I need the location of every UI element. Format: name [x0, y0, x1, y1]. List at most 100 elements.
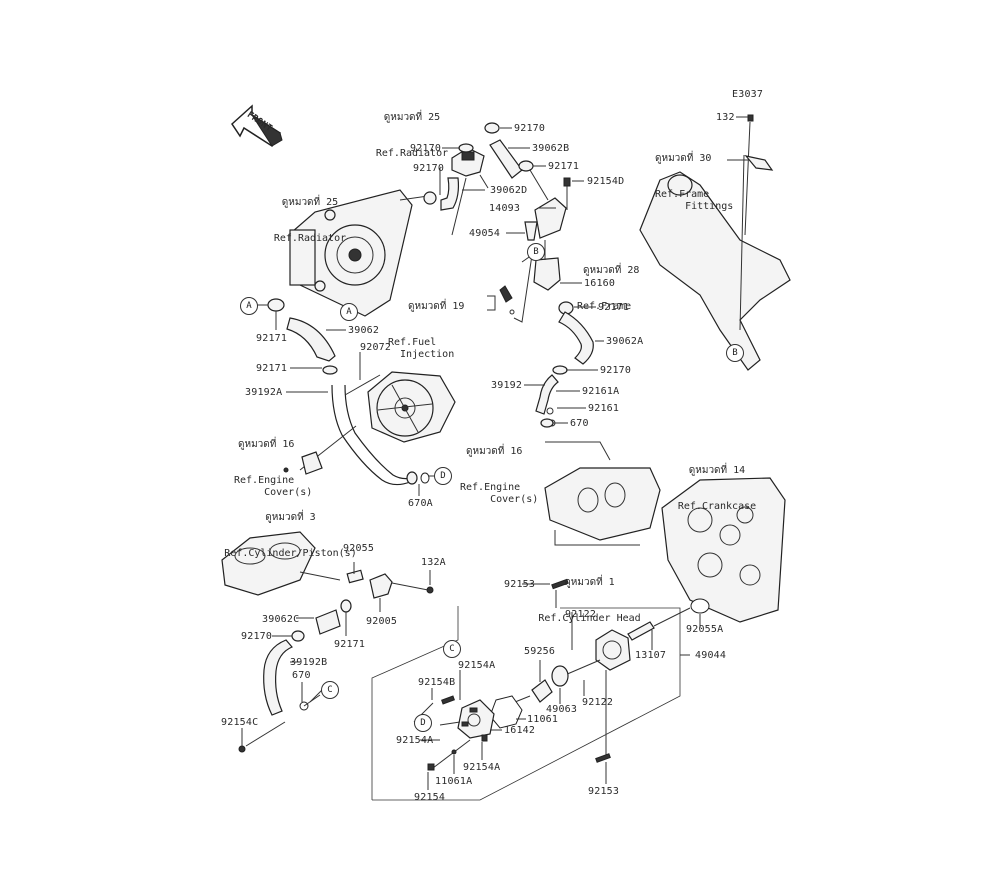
part-label[interactable]: 92171	[548, 161, 580, 172]
ref-engine-cover-left-en: Ref.Engine Cover(s)	[234, 475, 313, 498]
part-label[interactable]: 92154A	[458, 660, 496, 671]
part-label[interactable]: 92055	[343, 543, 375, 554]
ref-radiator-left-th: ดูหมวดที่ 25	[281, 197, 339, 208]
part-label[interactable]: 11061A	[435, 776, 473, 787]
ref-engine-cover-left[interactable]: ดูหมวดที่ 16 Ref.Engine Cover(s)	[234, 415, 334, 511]
connector-b-frame[interactable]: B	[726, 344, 744, 362]
ref-radiator-top[interactable]: ดูหมวดที่ 25 Ref.Radiator	[368, 88, 456, 172]
connector-a-radiator[interactable]: A	[340, 303, 358, 321]
part-label[interactable]: 92171	[334, 639, 366, 650]
ref-fuel-injection[interactable]: ดูหมวดที่ 19 Ref.Fuel Injection	[388, 277, 488, 373]
part-label[interactable]: 11061	[527, 714, 559, 725]
ref-cylinder-piston-en: Ref.Cylinder/Piston(s)	[224, 548, 357, 559]
part-label[interactable]: 39192	[491, 380, 523, 391]
cylinder-block-drawing	[221, 531, 341, 596]
part-label[interactable]: 92171	[256, 363, 288, 374]
part-label[interactable]: 14093	[489, 203, 521, 214]
connector-d-pump[interactable]: D	[414, 714, 432, 732]
ref-radiator-left-en: Ref.Radiator	[273, 233, 347, 244]
ref-crankcase[interactable]: ดูหมวดที่ 14 Ref.Crankcase	[672, 441, 762, 525]
part-label[interactable]: 16160	[584, 278, 616, 289]
filler-neck-drawing	[451, 147, 489, 236]
ref-cylinder-head-en: Ref.Cylinder Head	[538, 613, 641, 624]
part-label[interactable]: 670	[570, 418, 589, 429]
part-label[interactable]: 92161	[588, 403, 620, 414]
part-label[interactable]: 39062	[348, 325, 380, 336]
ref-frame-fittings-th: ดูหมวดที่ 30	[655, 153, 712, 164]
ref-cylinder-piston[interactable]: ดูหมวดที่ 3 Ref.Cylinder/Piston(s)	[218, 488, 363, 572]
part-label[interactable]: 39062C	[262, 614, 300, 625]
part-label[interactable]: 49044	[695, 650, 727, 661]
part-label[interactable]: 92072	[360, 342, 392, 353]
part-label[interactable]: 49063	[546, 704, 578, 715]
ref-fuel-injection-en: Ref.Fuel Injection	[388, 337, 455, 360]
front-arrow-icon	[231, 104, 283, 148]
frame-drawing	[639, 114, 791, 371]
ref-engine-cover-right[interactable]: ดูหมวดที่ 16 Ref.Engine Cover(s)	[460, 422, 560, 518]
ref-frame-fittings[interactable]: ดูหมวดที่ 30 Ref.Frame Fittings	[655, 129, 750, 225]
part-label[interactable]: 92170	[413, 163, 445, 174]
left-hoses-drawing	[267, 298, 430, 486]
connector-d-pipe[interactable]: D	[434, 467, 452, 485]
part-label[interactable]: 92154A	[463, 762, 501, 773]
part-label[interactable]: 49054	[469, 228, 501, 239]
ref-crankcase-en: Ref.Crankcase	[677, 501, 757, 512]
part-label[interactable]: 92122	[582, 697, 614, 708]
part-label[interactable]: 92055A	[686, 624, 724, 635]
part-label[interactable]: 92154	[414, 792, 446, 803]
ref-frame-fittings-en: Ref.Frame Fittings	[655, 189, 734, 212]
part-label[interactable]: 132A	[421, 557, 446, 568]
ref-frame-en: Ref.Frame	[577, 301, 632, 312]
ref-fuel-injection-th: ดูหมวดที่ 19	[408, 301, 465, 312]
diagram-code: E3037	[732, 89, 764, 100]
ref-radiator-top-th: ดูหมวดที่ 25	[383, 112, 441, 123]
ref-frame-th: ดูหมวดที่ 28	[583, 265, 640, 276]
ref-cylinder-head[interactable]: ดูหมวดที่ 1 Ref.Cylinder Head	[532, 553, 647, 637]
ref-engine-cover-right-th: ดูหมวดที่ 16	[466, 446, 523, 457]
part-label[interactable]: 39062B	[532, 143, 570, 154]
ref-engine-cover-right-en: Ref.Engine Cover(s)	[460, 482, 539, 505]
connector-b-thermostat[interactable]: B	[527, 243, 545, 261]
crankcase-drawing	[661, 477, 786, 623]
part-label[interactable]: 132	[716, 112, 735, 123]
ref-crankcase-th: ดูหมวดที่ 14	[688, 465, 746, 476]
connector-a-left[interactable]: A	[240, 297, 258, 315]
part-label[interactable]: 39062D	[490, 185, 528, 196]
engine-cover-drawing	[283, 371, 456, 475]
part-label[interactable]: 92170	[600, 365, 632, 376]
part-label[interactable]: 39062A	[606, 336, 644, 347]
part-label[interactable]: 92154A	[396, 735, 434, 746]
connector-c-pump[interactable]: C	[443, 640, 461, 658]
part-label[interactable]: 92170	[241, 631, 273, 642]
part-label[interactable]: 92161A	[582, 386, 620, 397]
radiator-drawing	[289, 189, 429, 317]
part-label[interactable]: 39192A	[245, 387, 283, 398]
part-label[interactable]: 670	[292, 670, 311, 681]
part-label[interactable]: 92153	[588, 786, 620, 797]
part-label[interactable]: 59256	[524, 646, 556, 657]
ref-frame[interactable]: ดูหมวดที่ 28 Ref.Frame	[577, 241, 657, 325]
part-label[interactable]: 92171	[598, 302, 630, 313]
ref-cylinder-head-th: ดูหมวดที่ 1	[564, 577, 615, 588]
part-label[interactable]: 92005	[366, 616, 398, 627]
part-label[interactable]: 92154C	[221, 717, 259, 728]
part-label[interactable]: 92170	[410, 143, 442, 154]
lower-left-fittings-drawing	[238, 569, 434, 753]
part-label[interactable]: 92154B	[418, 677, 456, 688]
part-label[interactable]: 16142	[504, 725, 536, 736]
part-label[interactable]: 92154D	[587, 176, 625, 187]
part-label[interactable]: 92122	[565, 609, 597, 620]
part-label[interactable]: 670A	[408, 498, 433, 509]
part-label[interactable]: 92153	[504, 579, 536, 590]
connector-c-hose[interactable]: C	[321, 681, 339, 699]
leader-lines	[241, 116, 748, 790]
part-label[interactable]: 13107	[635, 650, 667, 661]
cylinder-head-drawing	[544, 441, 661, 546]
water-pump-drawing	[371, 578, 710, 801]
part-label[interactable]: 39192B	[290, 657, 328, 668]
ref-radiator-left[interactable]: ดูหมวดที่ 25 Ref.Radiator	[270, 173, 350, 257]
part-label[interactable]: 92170	[514, 123, 546, 134]
part-label[interactable]: 92171	[256, 333, 288, 344]
sensor-drawing	[487, 253, 533, 323]
